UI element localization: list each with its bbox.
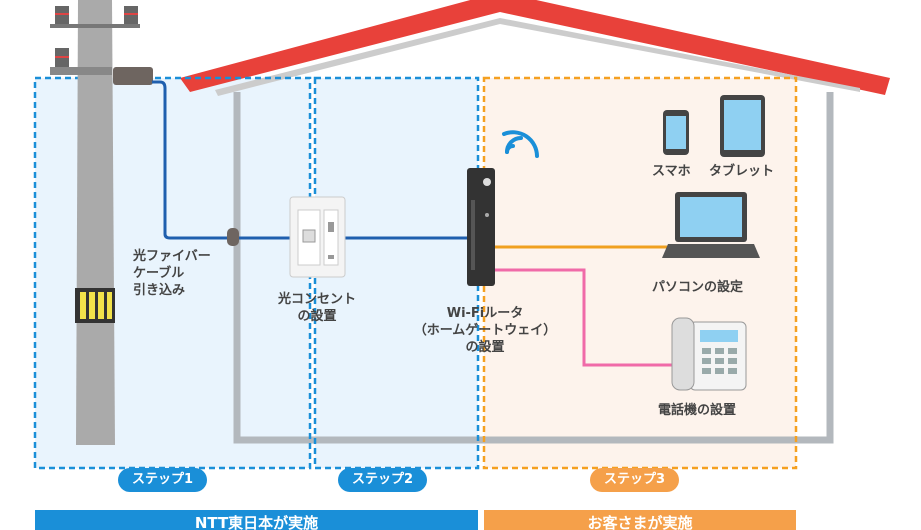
wifi-icon	[502, 130, 539, 158]
tablet-label: タブレット	[709, 164, 775, 179]
tablet-icon	[720, 95, 765, 157]
phone-cable	[495, 268, 672, 367]
router-label: Wi-Fiルータ （ホームゲートウェイ） の設置	[400, 305, 570, 356]
closure-box	[113, 67, 153, 85]
outlet-label-line: 光コンセント	[277, 292, 356, 307]
step1-badge: ステップ1	[118, 468, 208, 492]
pc-label: パソコンの設定	[652, 280, 744, 295]
customer-bar: お客さまが実施	[484, 510, 796, 530]
telephone-icon	[671, 317, 747, 391]
house-wall	[233, 92, 834, 444]
wifi-router	[467, 168, 495, 286]
ntt-bar: NTT東日本が実施	[35, 510, 478, 530]
smartphone-label: スマホ	[652, 164, 691, 179]
fiber-label-line: 光ファイバー	[133, 249, 211, 264]
step2-badge: ステップ2	[338, 468, 428, 492]
laptop-icon	[662, 192, 760, 258]
fiber-label: 光ファイバー ケーブル 引き込み	[133, 248, 211, 299]
fiber-label-line: ケーブル	[133, 266, 185, 281]
roof	[180, 0, 890, 95]
smartphone-icon	[663, 110, 689, 155]
router-label-line: （ホームゲートウェイ）	[413, 323, 557, 338]
outlet-label: 光コンセント の設置	[262, 291, 372, 325]
router-label-line: の設置	[465, 340, 505, 355]
wall-entry	[227, 228, 239, 246]
outlet-label-line: の設置	[297, 309, 337, 324]
utility-pole	[50, 0, 153, 445]
step3-badge: ステップ3	[590, 468, 680, 492]
fiber-label-line: 引き込み	[133, 283, 186, 298]
optical-outlet-device	[289, 196, 346, 278]
router-label-line: Wi-Fiルータ	[446, 306, 524, 321]
step3-border	[482, 76, 798, 470]
phone-label: 電話機の設置	[658, 403, 737, 418]
fiber-cable	[152, 80, 292, 240]
